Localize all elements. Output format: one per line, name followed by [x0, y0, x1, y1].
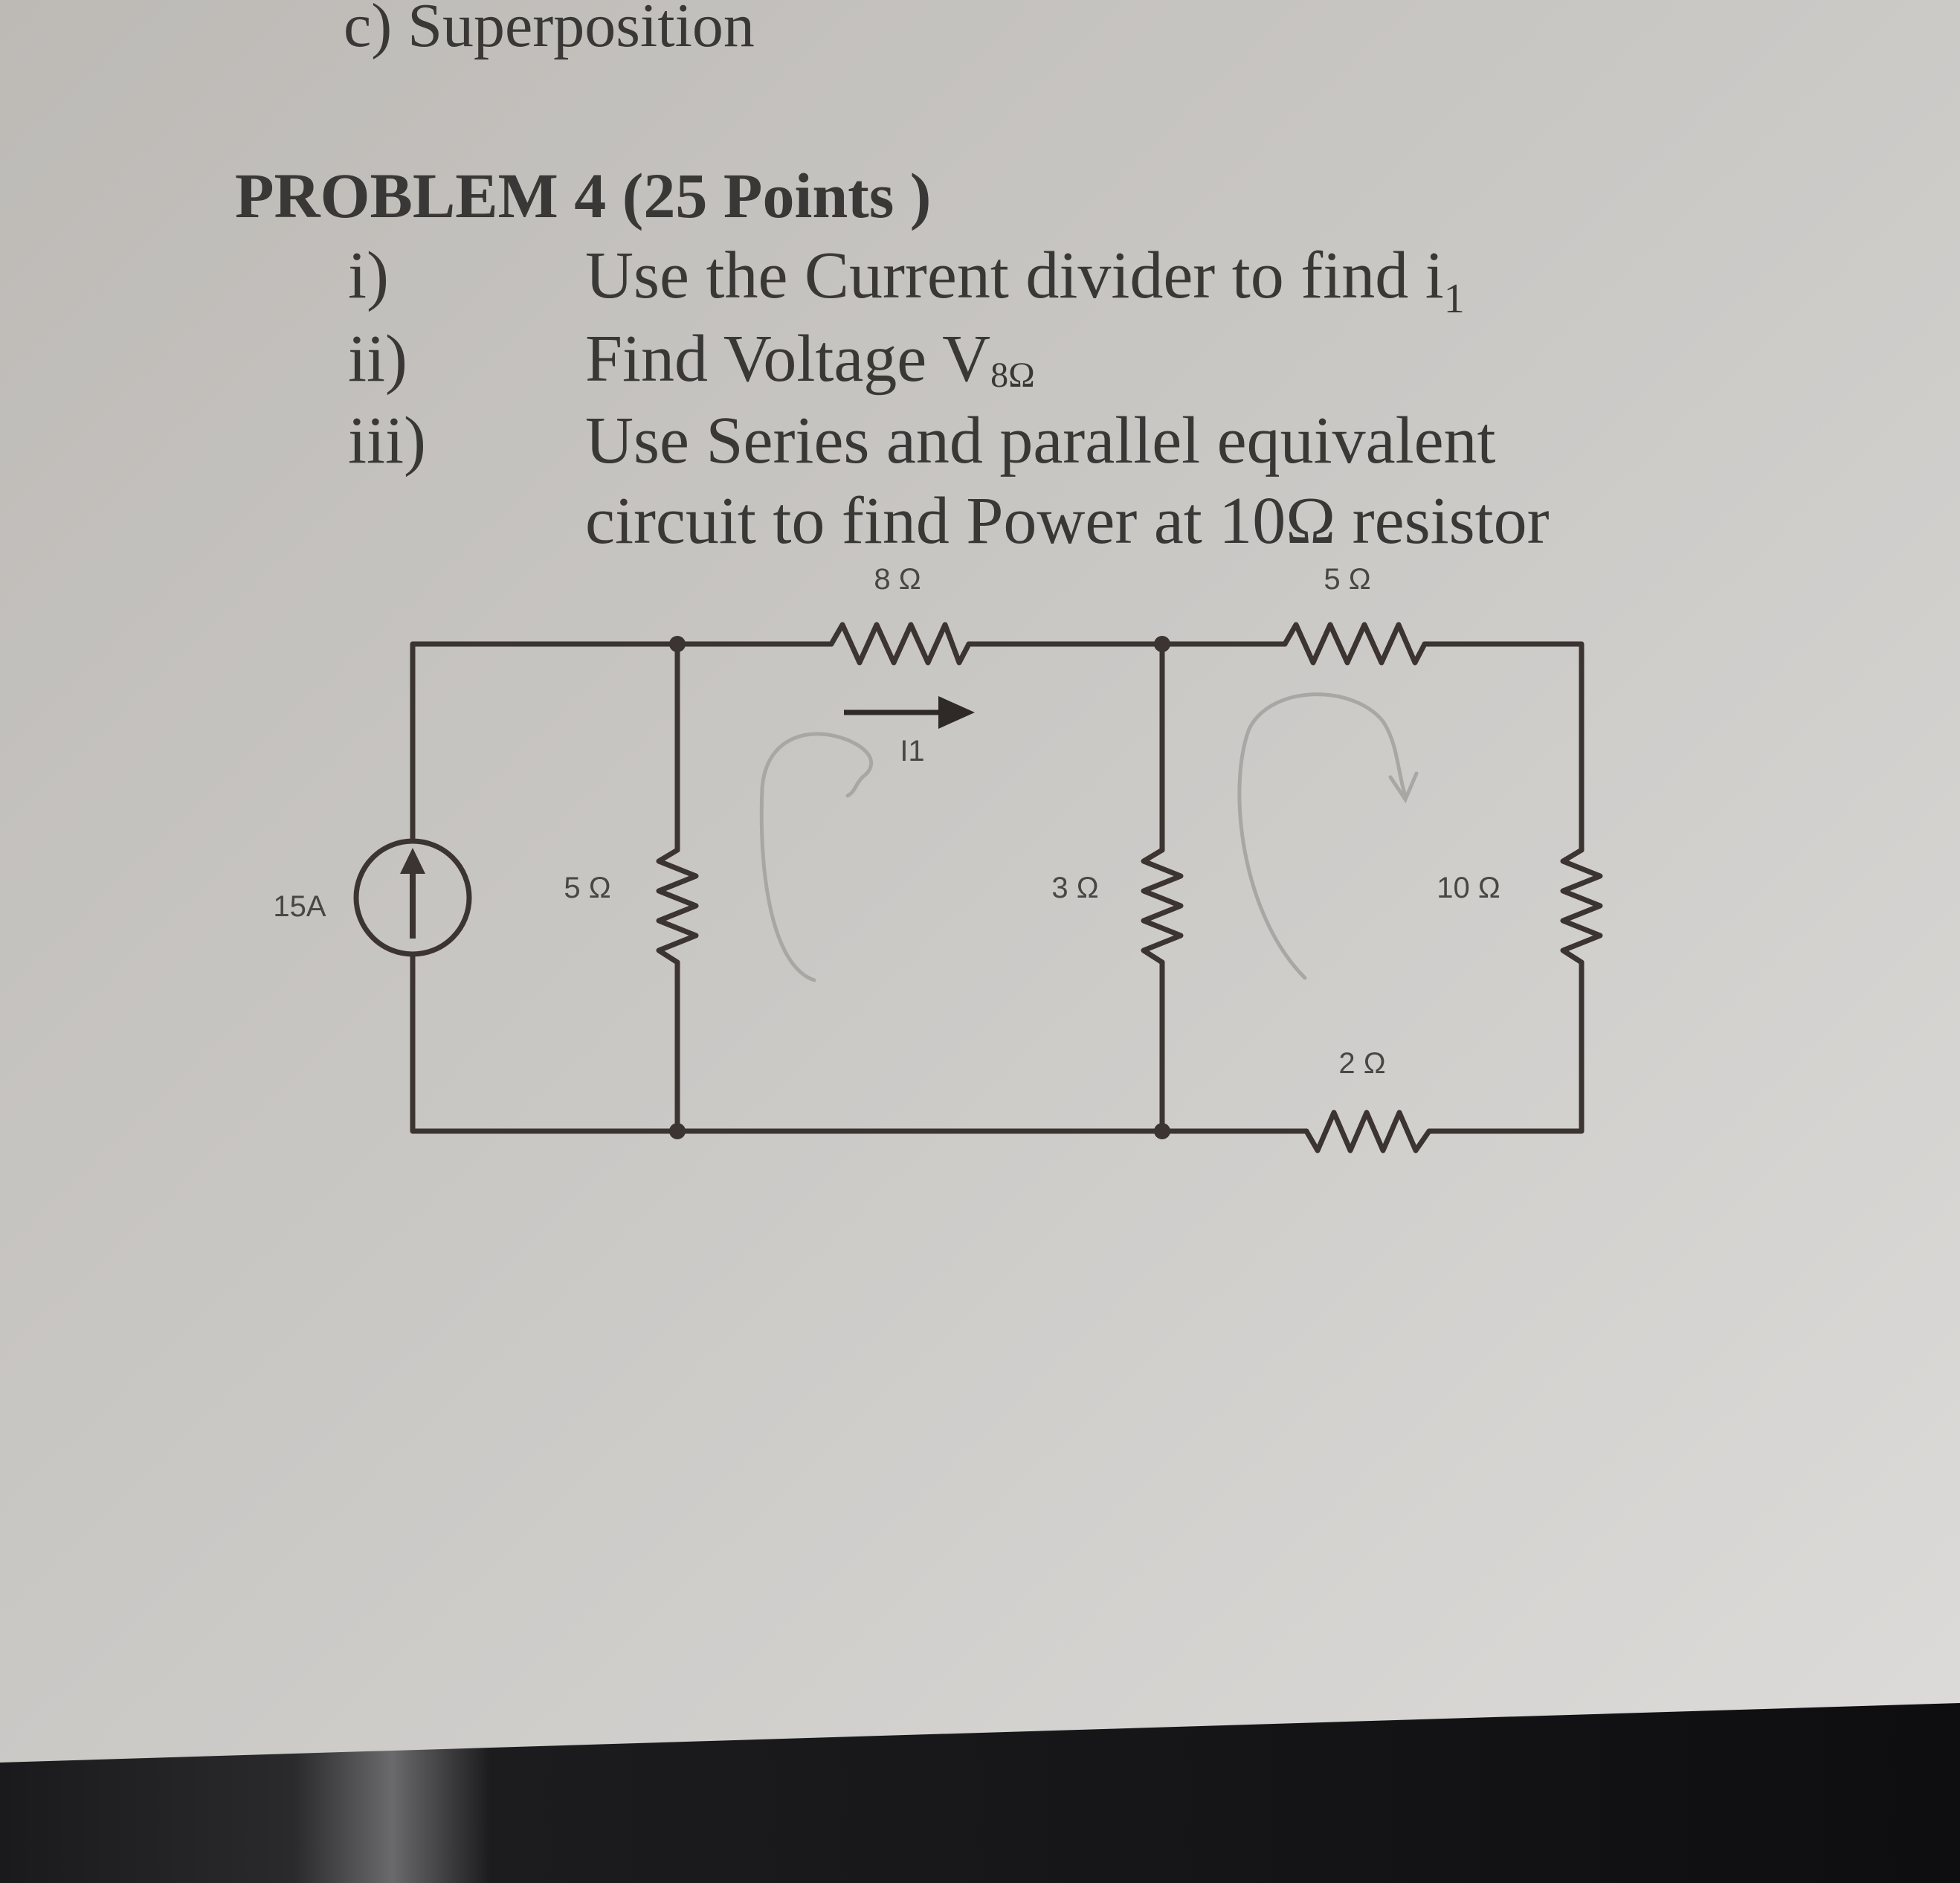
- wire-bottom-right: [1434, 959, 1585, 1134]
- node-dot: [1154, 636, 1170, 652]
- current-direction-arrow-icon: [844, 696, 975, 729]
- label-i1: I1: [900, 735, 924, 767]
- resistor-3ohm: [1141, 847, 1184, 965]
- node-dot: [669, 636, 686, 652]
- item-text-1: Use the Current divider to find i1: [585, 239, 1465, 322]
- item-number-2: ii): [348, 322, 407, 396]
- node-dot: [1154, 1123, 1170, 1139]
- label-10ohm: 10 Ω: [1437, 872, 1500, 904]
- item-number-3: iii): [348, 404, 426, 477]
- item-text-3-continued: circuit to find Power at 10Ω resistor: [585, 484, 1550, 558]
- label-3ohm: 3 Ω: [1051, 872, 1098, 904]
- resistor-5ohm-left: [656, 847, 699, 965]
- circuit-diagram: 8 Ω 5 Ω 15A 5 Ω 3 Ω 10 Ω 2 Ω I1: [273, 563, 1603, 1153]
- arrow-up-icon: [400, 848, 425, 939]
- label-8ohm: 8 Ω: [874, 563, 921, 596]
- resistor-10ohm: [1560, 847, 1603, 965]
- previous-item-superposition: c) Superposition: [344, 0, 755, 60]
- label-2ohm: 2 Ω: [1338, 1047, 1385, 1080]
- wire-top-left: [410, 641, 834, 844]
- label-15a: 15A: [273, 890, 326, 923]
- pencil-loop-right: [1237, 692, 1419, 980]
- node-dot: [669, 1123, 686, 1139]
- resistor-5ohm-top: [1282, 622, 1428, 666]
- dark-background-band: [0, 1703, 1960, 1883]
- problem-title: PROBLEM 4 (25 Points ): [235, 160, 931, 231]
- resistor-8ohm: [828, 622, 972, 666]
- wire-left-bottom: [410, 951, 1309, 1134]
- item-number-1: i): [348, 239, 389, 312]
- resistor-2ohm: [1303, 1110, 1440, 1153]
- item-text-3: Use Series and parallel equivalent: [585, 404, 1496, 477]
- pencil-loop-left: [759, 732, 874, 982]
- label-5ohm-top: 5 Ω: [1324, 563, 1370, 596]
- item-text-2: Find Voltage V8Ω: [585, 322, 1035, 396]
- current-source: [353, 838, 472, 957]
- wire-top-right: [1422, 641, 1585, 853]
- label-5ohm-left: 5 Ω: [564, 872, 610, 904]
